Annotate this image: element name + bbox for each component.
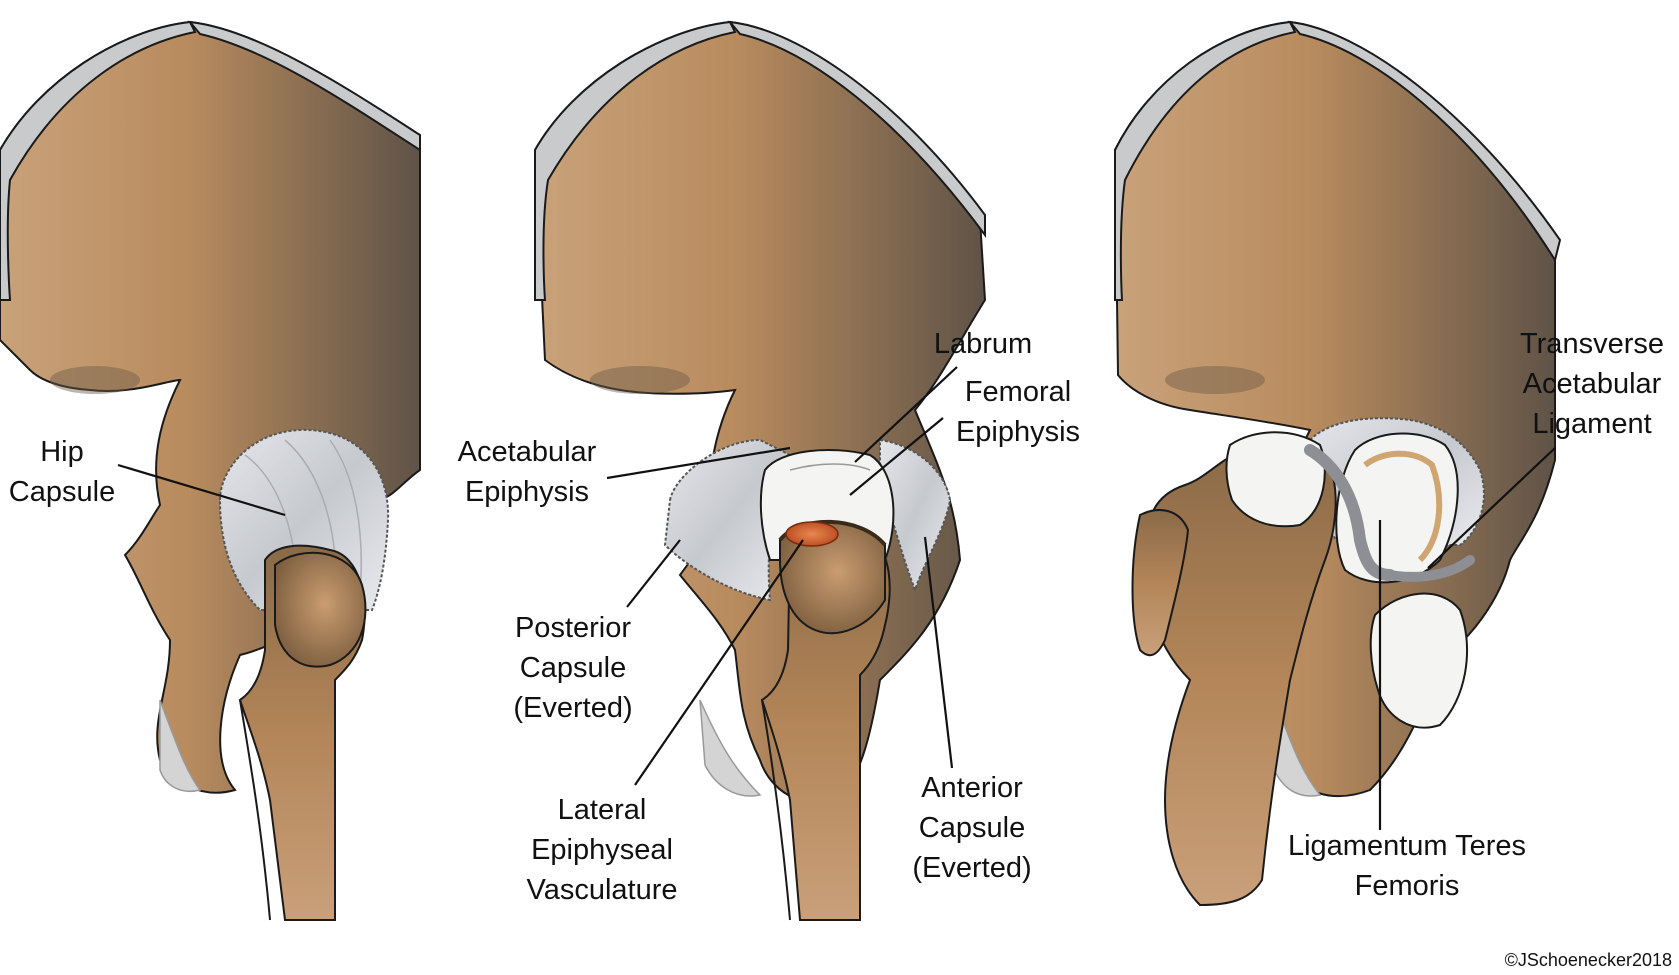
transverse-acetabular-ligament bbox=[1385, 555, 1475, 582]
anterior-capsule-label-line2: Capsule bbox=[919, 812, 1025, 844]
transverse-ligament-label-line1: Transverse bbox=[1520, 328, 1664, 360]
panel-left-hip-capsule: Hip Capsule bbox=[0, 20, 421, 921]
transverse-ligament-leader bbox=[1427, 447, 1556, 569]
left-pelvis-bone bbox=[0, 20, 421, 794]
hip-capsule-leader bbox=[117, 463, 286, 517]
panel-middle-everted-capsule: Labrum Femoral Epiphysis Acetabular Epip… bbox=[458, 20, 1080, 921]
femoral-epiphysis-label-line2: Epiphysis bbox=[956, 416, 1080, 448]
posterior-capsule-label-line1: Posterior bbox=[515, 612, 631, 644]
hip-capsule-label-line1: Hip bbox=[40, 436, 84, 468]
acetabular-epiphysis-leader bbox=[606, 446, 791, 480]
labrum-leader bbox=[854, 366, 958, 463]
acetabular-epiphysis-label-line2: Epiphysis bbox=[465, 476, 589, 508]
femoral-epiphysis-leader bbox=[849, 417, 944, 496]
copyright-notice: ©JSchoenecker2018 bbox=[1505, 950, 1672, 970]
middle-posterior-capsule bbox=[663, 438, 792, 602]
middle-pelvis-bone bbox=[533, 20, 987, 804]
anterior-capsule-label-line1: Anterior bbox=[921, 772, 1023, 804]
panel-right-ligaments: Transverse Acetabular Ligament Ligamentu… bbox=[1113, 20, 1664, 907]
right-femur bbox=[1131, 431, 1337, 907]
left-femur bbox=[238, 544, 367, 921]
ligamentum-teres-label-line1: Ligamentum Teres bbox=[1288, 830, 1526, 862]
middle-femur bbox=[760, 519, 891, 921]
right-pelvis-bone bbox=[1113, 20, 1562, 798]
femoral-epiphysis-label-line1: Femoral bbox=[965, 376, 1071, 408]
hip-capsule-label-line2: Capsule bbox=[9, 476, 115, 508]
lateral-epiphyseal-vasculature bbox=[785, 521, 839, 547]
ligamentum-teres bbox=[1304, 444, 1396, 581]
posterior-capsule-label-line3: (Everted) bbox=[513, 692, 632, 724]
acetabular-epiphysis-label-line1: Acetabular bbox=[458, 436, 597, 468]
labrum-label: Labrum bbox=[934, 328, 1032, 360]
transverse-ligament-label-line3: Ligament bbox=[1532, 408, 1651, 440]
ligamentum-teres-label-line2: Femoris bbox=[1355, 870, 1460, 902]
lateral-vasculature-label-line2: Epiphyseal bbox=[531, 834, 673, 866]
lateral-vasculature-label-line1: Lateral bbox=[558, 794, 647, 826]
lateral-vasculature-leader bbox=[634, 539, 804, 786]
transverse-ligament-label-line2: Acetabular bbox=[1523, 368, 1662, 400]
right-obturator-foramen bbox=[1369, 592, 1469, 729]
posterior-capsule-leader bbox=[626, 539, 681, 608]
anterior-capsule-label-line3: (Everted) bbox=[912, 852, 1031, 884]
posterior-capsule-label-line2: Capsule bbox=[520, 652, 626, 684]
anterior-capsule-leader bbox=[923, 536, 954, 769]
lateral-vasculature-label-line3: Vasculature bbox=[527, 874, 678, 906]
